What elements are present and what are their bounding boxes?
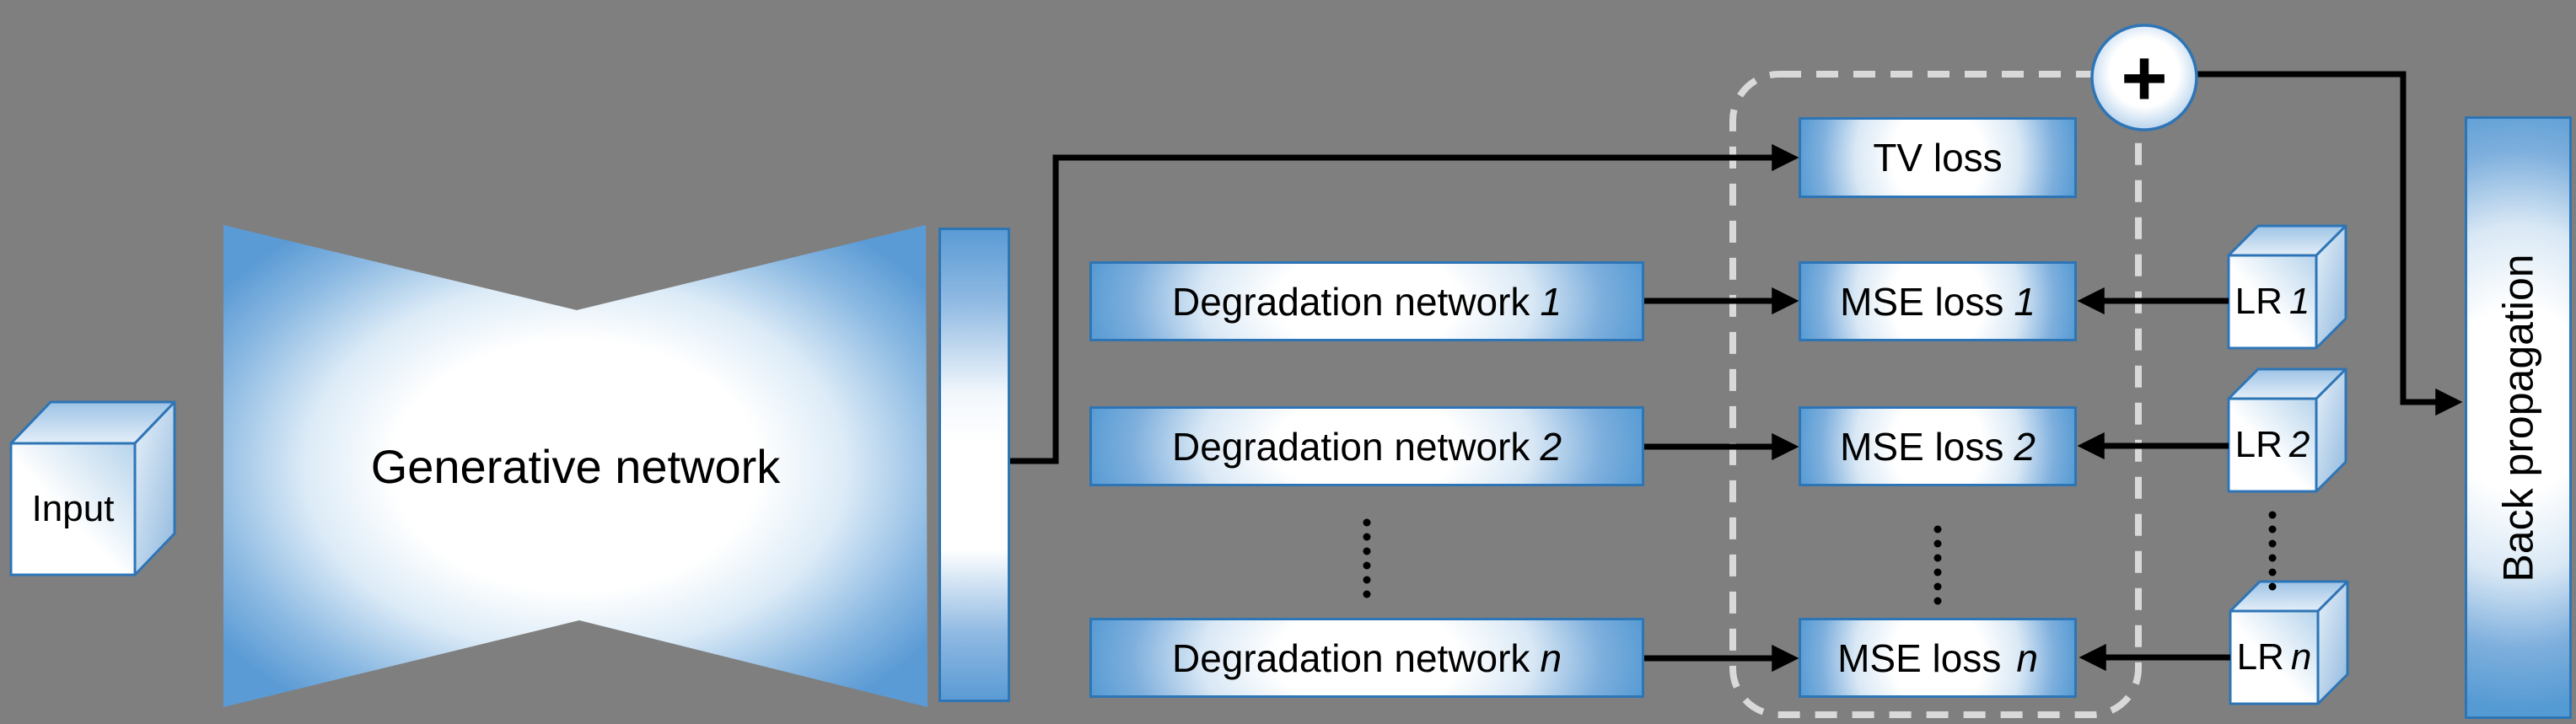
degradation-network-1-label: Degradation network [1171, 279, 1530, 324]
tv-loss-box: TV loss [1799, 117, 2077, 198]
lr-n-label: LR n [2230, 611, 2318, 704]
mse-loss-1-box: MSE loss 1 [1799, 261, 2077, 341]
lr-1-label: LR 1 [2229, 255, 2316, 348]
degradation-network-n-box: Degradation network n [1089, 618, 1644, 698]
tv-loss-label: TV loss [1873, 136, 2003, 180]
degradation-network-1-box: Degradation network 1 [1089, 261, 1644, 341]
sr-output-bar [938, 228, 1010, 702]
degradation-network-2-box: Degradation network 2 [1089, 406, 1644, 486]
lr-1-text: LR [2235, 281, 2283, 322]
mse-loss-2-index: 2 [2014, 424, 2036, 469]
back-propagation-label: Back propagation [2494, 253, 2542, 582]
lr-n-text: LR [2236, 636, 2284, 678]
lr-1-index: 1 [2288, 281, 2310, 322]
mse-loss-2-box: MSE loss 2 [1799, 406, 2077, 486]
degradation-network-n-index: n [1540, 636, 1562, 680]
input-text: Input [31, 488, 115, 529]
mse-loss-2-label: MSE loss [1840, 424, 2004, 469]
generative-network-label: Generative network [223, 225, 928, 707]
degradation-network-1-index: 1 [1540, 279, 1562, 324]
generative-network-text: Generative network [370, 439, 781, 493]
back-propagation-box: Back propagation [2465, 116, 2572, 719]
lr-2-index: 2 [2288, 424, 2310, 465]
lr-2-label: LR 2 [2229, 399, 2316, 491]
lr-2-text: LR [2235, 424, 2283, 465]
lr-n-index: n [2290, 636, 2312, 678]
input-label: Input [11, 443, 135, 575]
mse-loss-n-label: MSE loss [1837, 636, 2002, 680]
degradation-network-n-label: Degradation network [1171, 636, 1530, 680]
degradation-network-2-index: 2 [1540, 424, 1562, 469]
mse-loss-n-index: n [2016, 636, 2038, 680]
mse-loss-n-box: MSE loss n [1799, 618, 2077, 698]
mse-loss-1-label: MSE loss [1840, 279, 2004, 324]
mse-loss-1-index: 1 [2014, 279, 2036, 324]
degradation-network-2-label: Degradation network [1171, 424, 1530, 469]
